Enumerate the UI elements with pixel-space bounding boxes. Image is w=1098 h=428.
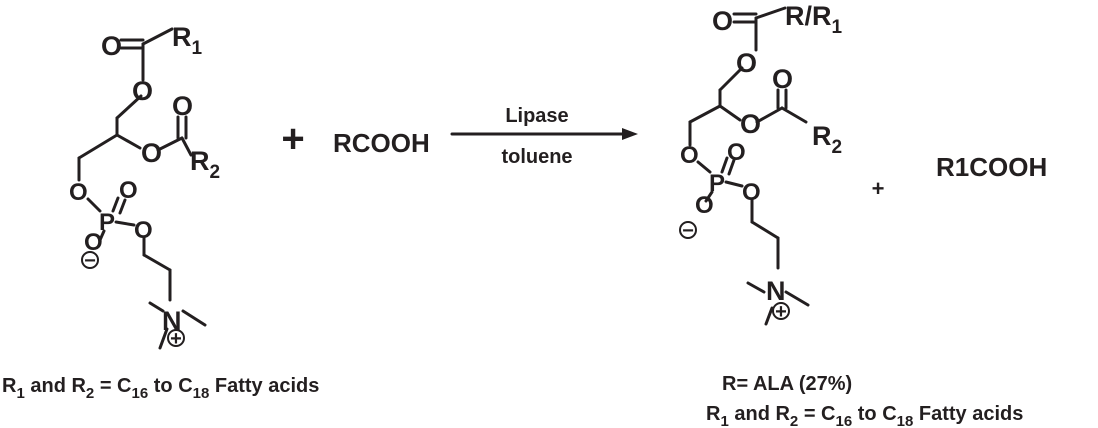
- substituent-label: R1: [172, 22, 203, 59]
- bond: [718, 104, 742, 122]
- bond: [118, 198, 127, 215]
- arrow-head-icon: [622, 128, 638, 140]
- positive-charge-icon: [772, 302, 790, 320]
- bond: [142, 253, 172, 272]
- atom-label: P: [709, 170, 725, 197]
- atom-label: O: [727, 139, 746, 166]
- bond: [727, 158, 736, 176]
- bond: [720, 156, 729, 174]
- atom-label: O: [101, 31, 122, 61]
- atom-label: O: [134, 217, 153, 244]
- bond: [696, 160, 712, 174]
- atom-label: O: [695, 192, 714, 219]
- atom-label: O: [69, 179, 88, 206]
- reactant-note: R1 and R2 = C16 to C18 Fatty acids: [2, 375, 319, 402]
- atom-label: O: [132, 76, 153, 106]
- reagent-label: RCOOH: [333, 128, 430, 158]
- bond: [754, 6, 787, 20]
- substituent-label: R/R1: [785, 1, 843, 38]
- atom-label: O: [742, 179, 761, 206]
- atom-label: P: [99, 209, 115, 236]
- bond: [780, 106, 808, 124]
- bond: [114, 220, 136, 227]
- bond: [77, 133, 119, 160]
- bond: [98, 229, 106, 242]
- atom-label: O: [712, 6, 733, 36]
- charge-label: +: [170, 328, 182, 350]
- plus-sign-small: +: [872, 176, 885, 201]
- atom-label: O: [141, 138, 162, 168]
- atom-label: O: [84, 229, 103, 256]
- bond: [111, 196, 120, 213]
- atom-label: O: [172, 91, 193, 121]
- bond: [718, 66, 744, 92]
- atom-label: O: [736, 48, 757, 78]
- charge-label: −: [682, 220, 694, 242]
- reactant-molecule: O O R1 O O R2 O O P O O N − +: [69, 22, 220, 350]
- atom-label: O: [740, 109, 761, 139]
- atom-label: O: [680, 142, 699, 169]
- negative-charge-icon: [679, 221, 697, 239]
- bond: [784, 290, 810, 307]
- catalyst-label: Lipase: [505, 105, 568, 127]
- bond: [180, 136, 193, 157]
- solvent-label: toluene: [501, 146, 572, 168]
- atom-label: N: [162, 306, 182, 336]
- bond: [181, 309, 207, 327]
- bond: [746, 281, 766, 294]
- substituent-label: R2: [812, 121, 842, 158]
- bond: [148, 301, 165, 313]
- bond: [750, 220, 780, 240]
- atom-label: O: [119, 177, 138, 204]
- bond: [724, 180, 744, 188]
- product-note-line1: R= ALA (27%): [722, 373, 852, 395]
- positive-charge-icon: [167, 329, 185, 347]
- charge-label: −: [84, 250, 96, 272]
- bond: [158, 327, 169, 350]
- bond: [86, 197, 102, 213]
- product-molecule: O O R/R1 O O R2 O O P O O N − +: [679, 1, 843, 326]
- atom-label: N: [766, 276, 786, 306]
- reaction-arrow: Lipase toluene: [450, 105, 638, 168]
- product-note-line2: R1 and R2 = C16 to C18 Fatty acids: [706, 403, 1023, 428]
- atom-label: O: [772, 64, 793, 94]
- bond: [704, 190, 714, 203]
- substituent-label: R2: [190, 146, 220, 183]
- bond: [755, 106, 784, 124]
- bond: [688, 104, 722, 124]
- bond: [764, 306, 774, 326]
- byproduct-label: R1COOH: [936, 152, 1047, 182]
- bond: [115, 94, 143, 120]
- bond: [115, 133, 142, 150]
- bond: [141, 27, 174, 46]
- charge-label: +: [775, 301, 787, 323]
- plus-sign: +: [281, 117, 304, 161]
- negative-charge-icon: [81, 251, 99, 269]
- bond: [156, 136, 184, 152]
